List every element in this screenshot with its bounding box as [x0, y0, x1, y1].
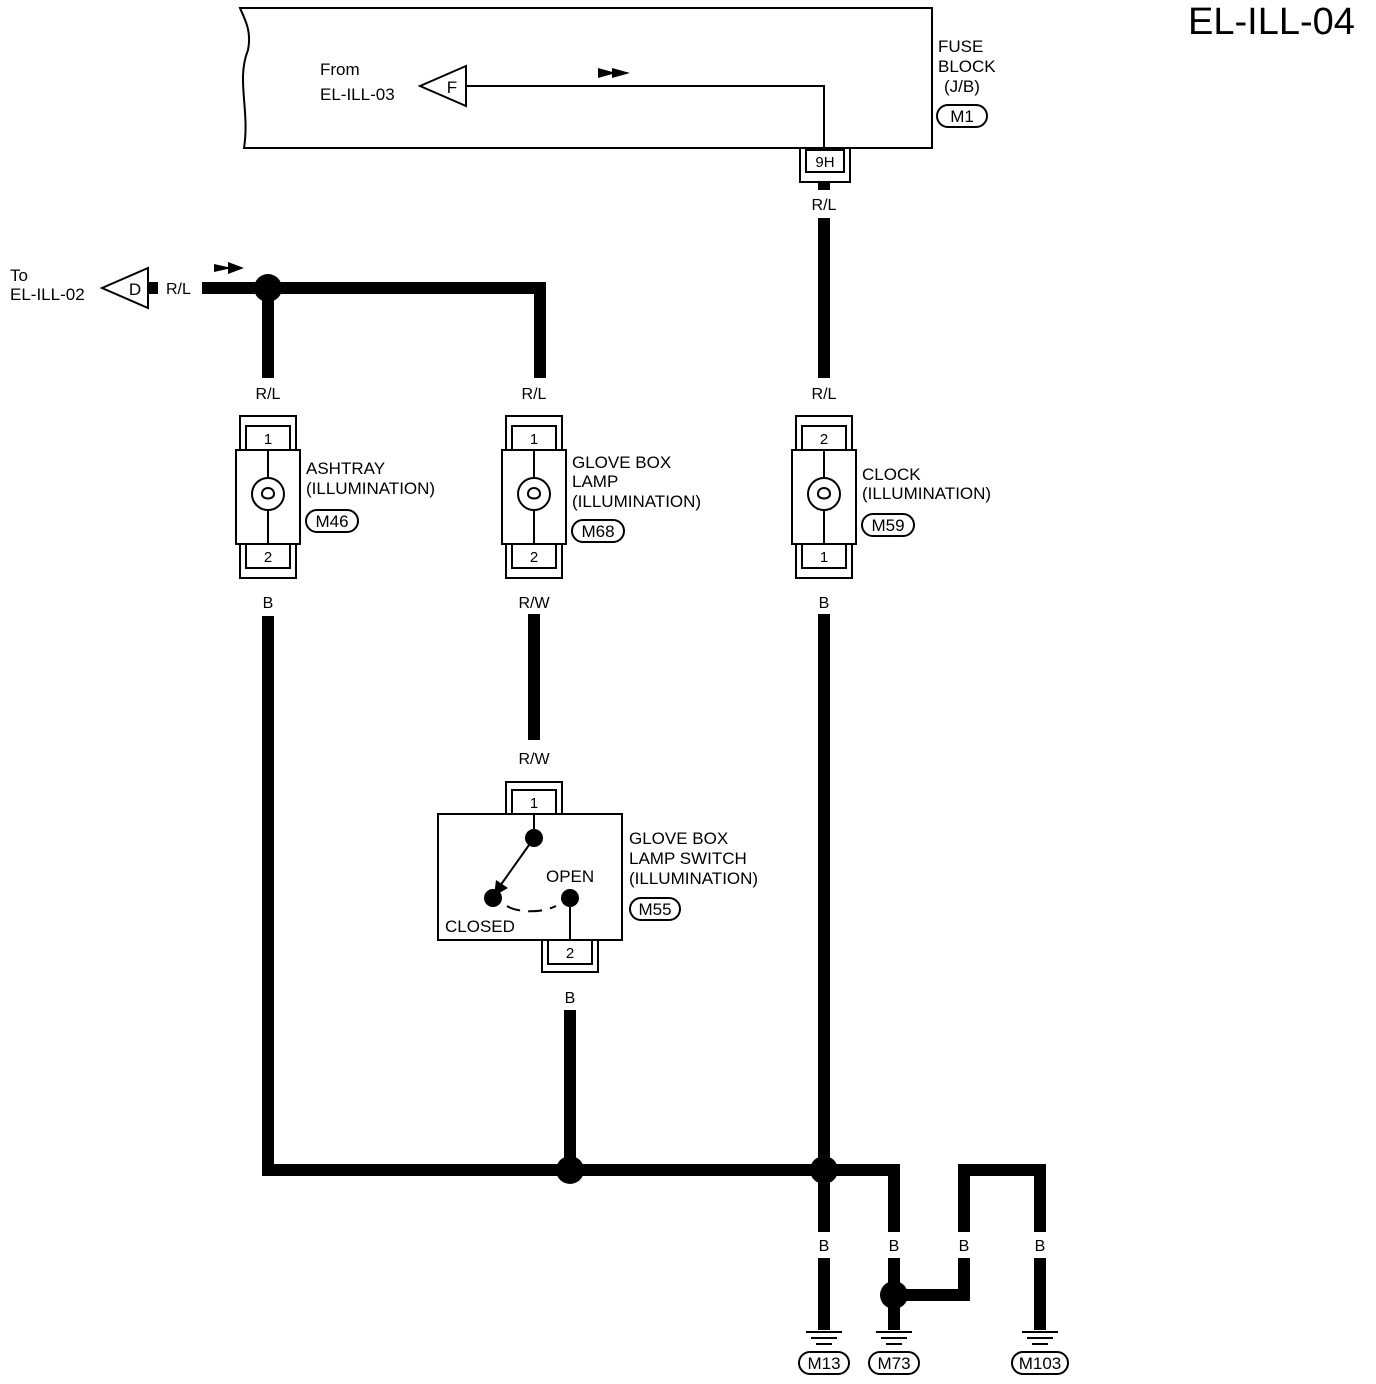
ashtray-lamp: 1 2 ASHTRAY (ILLUMINATION) M46 [235, 415, 435, 579]
switch-pin-bottom [547, 939, 593, 965]
ground-m103-wire-label: B [1035, 1238, 1046, 1255]
clock-top-wire-label: R/L [812, 386, 837, 403]
ashtray-pin-bottom-label: 2 [264, 549, 272, 566]
ashtray-pin-top [245, 425, 291, 451]
glovebox-pin-bottom-label: 2 [530, 549, 538, 566]
clock-lamp: 2 1 CLOCK (ILLUMINATION) M59 [791, 415, 991, 579]
to-ref-line-1: To [10, 266, 28, 285]
switch-connector: M55 [638, 900, 671, 919]
ashtray-name-2: (ILLUMINATION) [306, 479, 435, 498]
ground-m13: M13 [798, 1331, 850, 1375]
glovebox-bottom-wire-label: R/W [518, 595, 550, 612]
ground-m103: M103 [1011, 1331, 1069, 1375]
glovebox-top-wire-label: R/L [522, 386, 547, 403]
to-ref-wire-label: R/L [166, 281, 191, 298]
switch-top-wire-label: R/W [518, 751, 550, 768]
to-ref: To EL-ILL-02 D R/L [10, 262, 244, 310]
to-connector-letter: D [129, 280, 141, 299]
ground-m73-connector: M73 [877, 1354, 910, 1373]
fuse-block-name-3: (J/B) [944, 77, 980, 96]
ashtray-name-1: ASHTRAY [306, 459, 385, 478]
switch-bottom-wire-label: B [565, 990, 576, 1007]
splice-top [254, 274, 282, 302]
from-ref-line-1: From [320, 60, 360, 79]
switch-pin-bottom-label: 2 [566, 945, 574, 962]
glovebox-pin-top [511, 425, 557, 451]
from-connector-letter: F [447, 78, 457, 97]
glove-box-lamp-switch: 1 OPEN CLOSED 2 GLOVE BOX LAMP SWITCH (I… [437, 781, 758, 973]
terminal-9h [805, 149, 845, 173]
wires [148, 182, 1046, 1330]
splice-ground-3 [880, 1281, 908, 1309]
clock-connector: M59 [871, 516, 904, 535]
fuse-wire-label: R/L [812, 197, 837, 214]
ground-m103-connector: M103 [1019, 1354, 1062, 1373]
ashtray-top-wire-label: R/L [256, 386, 281, 403]
switch-name-1: GLOVE BOX [629, 829, 728, 848]
ashtray-bulb-icon [251, 477, 285, 511]
fuse-block: FUSE BLOCK (J/B) M1 From EL-ILL-03 F 9H [238, 7, 996, 183]
from-ref-line-2: EL-ILL-03 [320, 85, 395, 104]
to-connector-triangle [99, 266, 149, 310]
fuse-block-name-1: FUSE [938, 37, 983, 56]
ground-m13-connector: M13 [807, 1354, 840, 1373]
switch-pin-top-label: 1 [530, 795, 538, 812]
switch-pin-top [511, 789, 557, 815]
clock-name-2: (ILLUMINATION) [862, 484, 991, 503]
splice-ground-1 [556, 1156, 584, 1184]
fuse-block-connector-badge [936, 104, 988, 128]
ground-m73: M73 [868, 1331, 920, 1375]
switch-state-closed: CLOSED [445, 917, 515, 936]
fuse-block-name-2: BLOCK [938, 57, 996, 76]
wire-labels: R/L R/L R/L R/L B R/W B R/W B B B B B [250, 190, 1058, 1258]
switch-state-open: OPEN [546, 867, 594, 886]
flow-arrow-head-icon [612, 68, 630, 78]
clock-bulb-icon [807, 477, 841, 511]
ground-m73-wire-label: B [889, 1238, 900, 1255]
switch-name-2: LAMP SWITCH [629, 849, 747, 868]
internal-fuse-wire [466, 85, 825, 148]
to-ref-line-2: EL-ILL-02 [10, 285, 85, 304]
clock-pin-top-label: 2 [820, 431, 828, 448]
switch-closed-contact [484, 889, 502, 907]
ashtray-ground-wire [262, 616, 570, 1176]
fuse-block-connector: M1 [950, 107, 974, 126]
clock-bottom-wire-label: B [819, 595, 830, 612]
clock-pin-top [801, 425, 847, 451]
ashtray-pin-top-label: 1 [264, 431, 272, 448]
rl-bus-wire [200, 282, 546, 378]
switch-lever [499, 837, 535, 887]
clock-pin-bottom-label: 1 [820, 549, 828, 566]
switch-name-3: (ILLUMINATION) [629, 869, 758, 888]
ground-m13-wire-label: B [819, 1238, 830, 1255]
glovebox-name-2: LAMP [572, 472, 618, 491]
ashtray-connector: M46 [315, 512, 348, 531]
ground-branch-wire-label: B [959, 1238, 970, 1255]
clock-name-1: CLOCK [862, 465, 921, 484]
terminal-9h-label: 9H [815, 154, 834, 171]
glovebox-pin-top-label: 1 [530, 431, 538, 448]
glovebox-bulb-icon [517, 477, 551, 511]
glove-box-lamp: 1 2 GLOVE BOX LAMP (ILLUMINATION) M68 [501, 415, 701, 579]
page-id: EL-ILL-04 [1188, 1, 1355, 43]
glovebox-name-3: (ILLUMINATION) [572, 492, 701, 511]
ashtray-bottom-wire-label: B [263, 595, 274, 612]
splice-ground-2 [810, 1156, 838, 1184]
glovebox-connector: M68 [581, 522, 614, 541]
glovebox-name-1: GLOVE BOX [572, 453, 671, 472]
